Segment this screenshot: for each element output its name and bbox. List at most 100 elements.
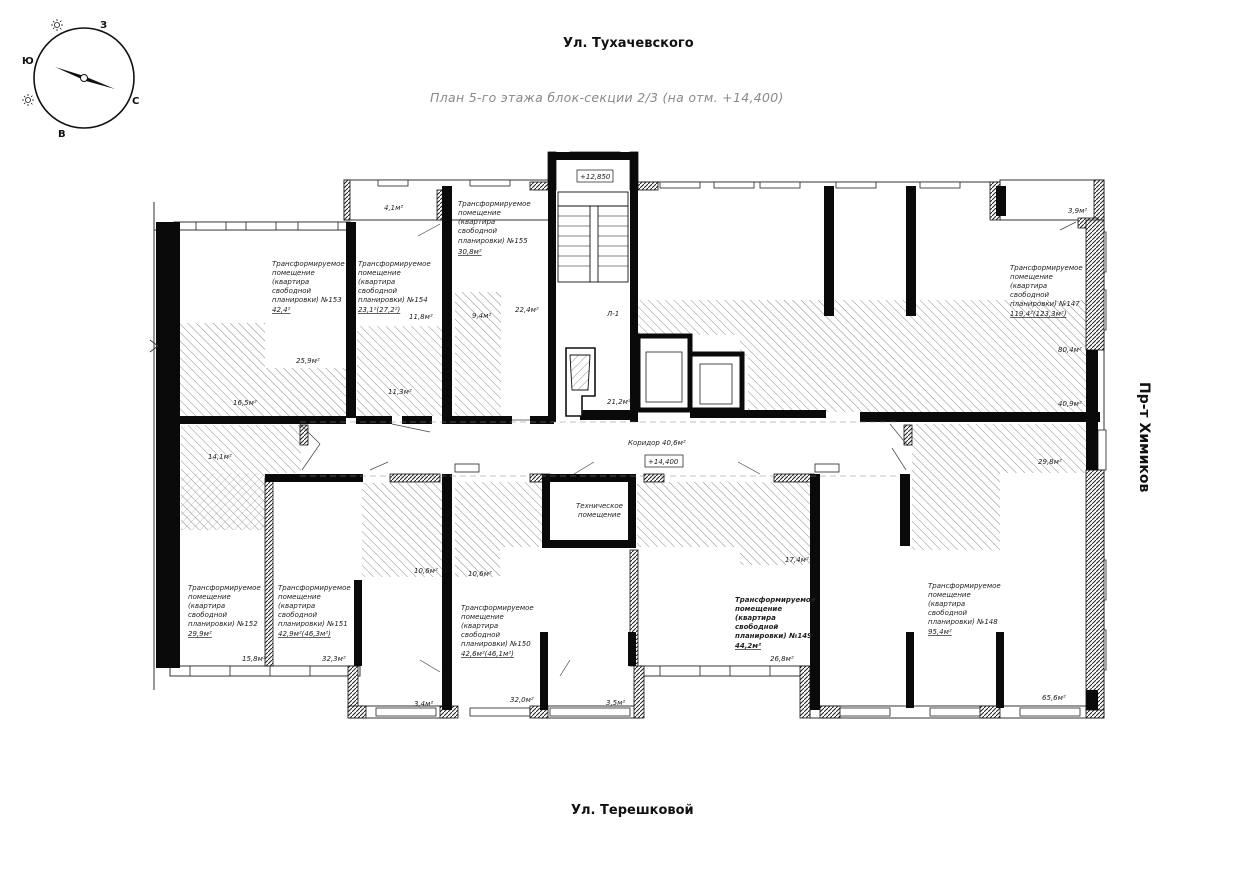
elevation-mark-stair: +12,850 <box>576 169 614 183</box>
apt150-line3: (квартира <box>461 622 498 630</box>
apt153-line2: помещение <box>272 269 315 277</box>
apt147-line4: свободной <box>1010 291 1050 299</box>
corridor-elevation-text: +14,400 <box>648 458 679 466</box>
apt155-line5: планировки) №155 <box>458 237 528 245</box>
room-area: 80,4м² <box>1058 346 1082 354</box>
apt153-line3: (квартира <box>272 278 309 286</box>
apt152-line4: свободной <box>188 611 228 619</box>
stair <box>557 191 629 417</box>
apt153-area: 42,4² <box>272 306 291 314</box>
apt155-line4: свободной <box>458 227 498 235</box>
sun-icon <box>51 19 63 31</box>
apt154-line2: помещение <box>358 269 401 277</box>
doors <box>299 221 1077 677</box>
elevation-mark-corridor: +14,400 <box>644 454 684 468</box>
room-area: 9,4м² <box>472 312 491 320</box>
room-area: 15,8м² <box>242 655 266 663</box>
room-area: 21,2м² <box>607 398 631 406</box>
compass-south-label: В <box>58 129 66 140</box>
apt148-area: 95,4м² <box>928 628 952 636</box>
room-area: 22,4м² <box>515 306 539 314</box>
street-label-bottom: Ул. Терешковой <box>571 803 694 818</box>
apt154-line5: планировки) №154 <box>358 296 428 304</box>
lift-shafts <box>635 333 745 413</box>
apt148-line3: (квартира <box>928 600 965 608</box>
room-area: 4,1м² <box>384 204 403 212</box>
apt151-line5: планировки) №151 <box>278 620 348 628</box>
room-area: 14,1м² <box>208 453 232 461</box>
room-areas: 4,1м² 22,4м² 9,4м² 11,8м² 25,9м² 16,5м² … <box>208 204 1087 708</box>
apt149-line1: Трансформируемое <box>735 596 816 604</box>
apt147-line3: (квартира <box>1010 282 1047 290</box>
apt150-line4: свободной <box>461 631 501 639</box>
room-area: 16,5м² <box>233 399 257 407</box>
apartment-155: Трансформируемое помещение (квартира сво… <box>458 200 531 256</box>
hatched-zones <box>180 292 1087 577</box>
apt148-line2: помещение <box>928 591 971 599</box>
room-area: 29,8м² <box>1038 458 1062 466</box>
apt147-line1: Трансформируемое <box>1010 264 1083 272</box>
apt147-line5: планировки) №147 <box>1010 300 1080 308</box>
room-area: 11,8м² <box>409 313 433 321</box>
apt147-line2: помещение <box>1010 273 1053 281</box>
apartment-149: Трансформируемое помещение (квартира сво… <box>735 596 816 650</box>
tech-room-line2: помещение <box>578 511 621 519</box>
apt154-line4: свободной <box>358 287 398 295</box>
room-area: 65,6м² <box>1042 694 1066 702</box>
compass: З В Ю С <box>22 19 139 140</box>
room-area: 10,6м² <box>468 570 492 578</box>
apartment-148: Трансформируемое помещение (квартира сво… <box>928 582 1001 636</box>
apt152-line2: помещение <box>188 593 231 601</box>
room-area: 32,0м² <box>510 696 534 704</box>
apt153-line1: Трансформируемое <box>272 260 345 268</box>
street-label-top: Ул. Тухачевского <box>563 36 694 51</box>
room-area: 40,9м² <box>1058 400 1082 408</box>
apt151-line1: Трансформируемое <box>278 584 351 592</box>
apt151-line3: (квартира <box>278 602 315 610</box>
apt152-line1: Трансформируемое <box>188 584 261 592</box>
compass-north-label: З <box>100 20 107 31</box>
apt152-line5: планировки) №152 <box>188 620 258 628</box>
apt154-line3: (квартира <box>358 278 395 286</box>
apt149-area: 44,2м² <box>735 642 762 650</box>
solid-walls <box>156 152 1100 710</box>
apartment-151: Трансформируемое помещение (квартира сво… <box>278 584 351 638</box>
apartment-147: Трансформируемое помещение (квартира сво… <box>1010 264 1083 318</box>
apt153-line5: планировки) №153 <box>272 296 342 304</box>
apt151-area: 42,9м²(46,3м²) <box>278 630 331 638</box>
apt154-line1: Трансформируемое <box>358 260 431 268</box>
apt148-line1: Трансформируемое <box>928 582 1001 590</box>
plan-title: План 5-го этажа блок-секции 2/3 (на отм.… <box>430 90 784 105</box>
sun-icon <box>22 94 34 106</box>
apt149-line3: (квартира <box>735 614 776 622</box>
apt148-line5: планировки) №148 <box>928 618 998 626</box>
apt149-line5: планировки) №149 <box>735 632 812 640</box>
room-area: 17,4м² <box>785 556 809 564</box>
apt147-area: 119,4²(123,3м²) <box>1010 310 1067 318</box>
stair-elevation-text: +12,850 <box>580 173 611 181</box>
room-area: 32,3м² <box>322 655 346 663</box>
apt151-line4: свободной <box>278 611 318 619</box>
room-area: 10,6м² <box>414 567 438 575</box>
break-mark <box>149 339 159 353</box>
apt155-line3: (квартира <box>458 218 495 226</box>
apt155-area: 30,8м² <box>458 248 482 256</box>
apt150-line2: помещение <box>461 613 504 621</box>
apt150-line5: планировки) №150 <box>461 640 531 648</box>
apartment-150: Трансформируемое помещение (квартира сво… <box>461 604 534 658</box>
compass-west-label: Ю <box>22 56 34 67</box>
apartment-154: Трансформируемое помещение (квартира сво… <box>358 260 431 314</box>
apt151-line2: помещение <box>278 593 321 601</box>
apt152-area: 29,9м² <box>188 630 212 638</box>
apt149-line4: свободной <box>735 623 778 631</box>
apt155-line2: помещение <box>458 209 501 217</box>
apartment-152: Трансформируемое помещение (квартира сво… <box>188 584 261 638</box>
apt148-line4: свободной <box>928 609 968 617</box>
corridor-label: Коридор 40,6м² <box>628 439 686 447</box>
apt150-line1: Трансформируемое <box>461 604 534 612</box>
room-area: 3,4м² <box>414 700 433 708</box>
apt149-line2: помещение <box>735 605 782 613</box>
compass-east-label: С <box>132 96 139 107</box>
apt152-line3: (квартира <box>188 602 225 610</box>
